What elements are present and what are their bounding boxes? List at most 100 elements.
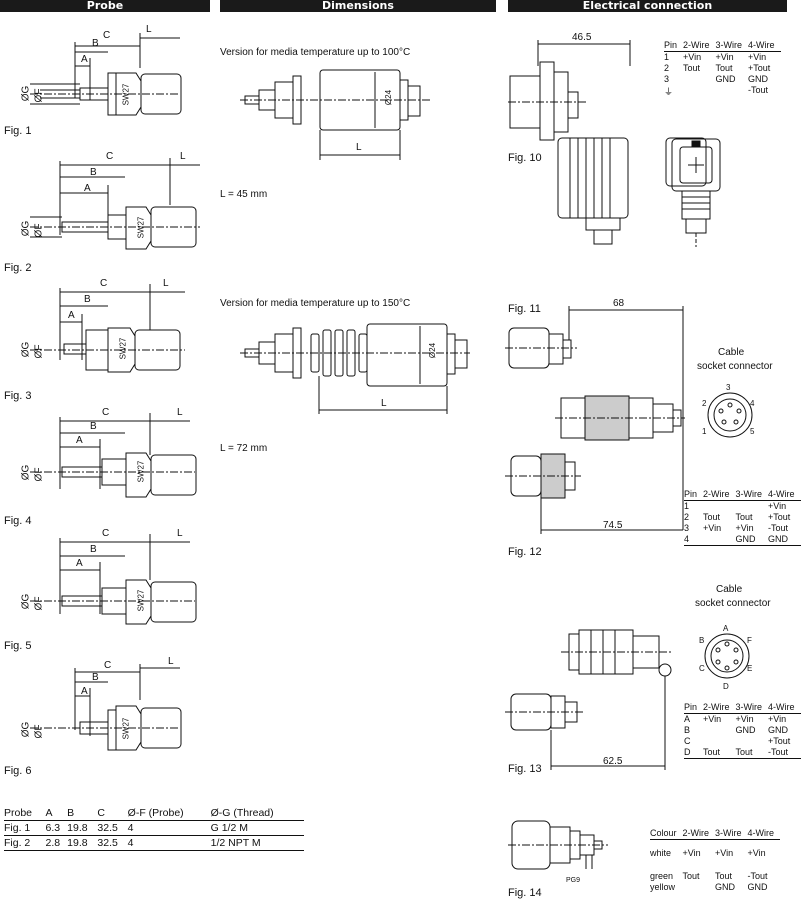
table-cell: +Vin <box>747 848 766 858</box>
pin-5-label: 5 <box>750 427 755 436</box>
pin-b-label: B <box>699 636 705 645</box>
table-cell <box>736 736 769 747</box>
table-cell: +Vin <box>715 848 734 858</box>
table-row: white+Vin+Vin+Vin <box>650 840 780 860</box>
table-header-cell: Colour <box>650 828 683 840</box>
table-header-cell: 4-Wire <box>748 40 781 52</box>
table-cell: GND <box>768 725 789 735</box>
dim-g: ØG <box>20 341 32 358</box>
dim-f: ØF <box>33 724 45 739</box>
dim-68: 68 <box>613 298 625 309</box>
dim-b: B <box>92 38 99 49</box>
dim-drawing-150c: Ø24 L <box>235 310 475 420</box>
table-header-cell: B <box>67 806 98 821</box>
table-header-cell: A <box>45 806 68 821</box>
sw27-label: SW27 <box>118 337 128 360</box>
table-header-cell: C <box>97 806 128 821</box>
table-row: C+Tout <box>684 736 801 747</box>
table-cell: 2 <box>684 512 690 522</box>
table-cell: +Vin <box>768 714 787 724</box>
diameter-label: Ø24 <box>428 342 438 359</box>
dim-f: ØF <box>33 344 45 359</box>
table-header-cell: Pin <box>684 489 704 501</box>
sw27-label: SW27 <box>136 460 146 483</box>
connector-drawing-fig11: 68 74.5 <box>505 298 690 540</box>
table-cell: 2 <box>664 63 670 73</box>
probe-drawing-fig4: C L B A ØG ØF SW27 <box>0 405 210 510</box>
table-cell: +Vin <box>748 52 767 62</box>
connector-front-fig10 <box>668 135 728 250</box>
dim-c: C <box>103 30 111 41</box>
pin-d-label: D <box>723 682 729 691</box>
table-cell: Tout <box>735 512 753 522</box>
table-cell: Tout <box>683 63 701 73</box>
table-header-row: Pin 2-Wire 3-Wire 4-Wire <box>684 489 801 501</box>
probe-dimensions-table: Probe A B C Ø-F (Probe) Ø-G (Thread) Fig… <box>4 806 304 851</box>
length-100c: L = 45 mm <box>220 189 268 200</box>
table-cell: Tout <box>682 871 700 881</box>
table-header-cell: 2-Wire <box>703 702 736 714</box>
table-row: A+Vin+Vin+Vin <box>684 714 801 726</box>
dim-c: C <box>102 407 110 418</box>
pin-c-label: C <box>699 664 705 673</box>
fig13-label: Fig. 13 <box>508 763 542 775</box>
table-header-cell: 3-Wire <box>715 828 748 840</box>
fig1-label: Fig. 1 <box>4 125 32 137</box>
table-cell: GND <box>735 534 769 546</box>
pin-e-label: E <box>747 664 753 673</box>
table-header-cell: 2-Wire <box>703 489 736 501</box>
table-header-cell: Pin <box>664 40 684 52</box>
dim-c: C <box>106 151 114 162</box>
sw27-label: SW27 <box>121 83 131 106</box>
table-cell: +Tout <box>768 736 791 746</box>
dim-g: ØG <box>20 464 32 481</box>
dim-a: A <box>76 435 83 446</box>
version-100-title: Version for media temperature up to 100°… <box>220 47 411 58</box>
table-cell: G 1/2 M <box>210 820 304 836</box>
dim-46-5: 46.5 <box>572 32 592 43</box>
table-cell: 32.5 <box>97 835 128 851</box>
dim-b: B <box>90 544 97 555</box>
fig5-label: Fig. 5 <box>4 640 32 652</box>
table-header-cell: Ø-G (Thread) <box>210 806 304 821</box>
table-header-row: Pin 2-Wire 3-Wire 4-Wire <box>684 702 801 714</box>
table-header-cell: 2-Wire <box>683 40 716 52</box>
dim-b: B <box>92 672 99 683</box>
fig12-label: Fig. 12 <box>508 546 542 558</box>
table-cell: +Vin <box>703 714 722 724</box>
dim-g: ØG <box>20 220 32 237</box>
fig2-label: Fig. 2 <box>4 262 32 274</box>
probe-drawing-fig6: C L B A ØG ØF SW27 <box>0 656 210 765</box>
table-cell: -Tout <box>747 871 768 881</box>
table-header-cell: 3-Wire <box>715 40 749 52</box>
pin-1-label: 1 <box>702 427 707 436</box>
dim-l: L <box>177 528 183 539</box>
table-cell: GND <box>715 74 736 84</box>
dim-f: ØF <box>33 467 45 482</box>
fig4-label: Fig. 4 <box>4 515 32 527</box>
dimensions-header: Dimensions <box>220 0 496 12</box>
dim-c: C <box>100 278 108 289</box>
table-row: Fig. 1 6.3 19.8 32.5 4 G 1/2 M <box>4 820 304 836</box>
table-cell <box>683 882 716 893</box>
dim-f: ØF <box>33 88 45 103</box>
table-header-cell: Probe <box>4 806 46 821</box>
table-cell: +Vin <box>735 523 754 533</box>
sw27-label: SW27 <box>136 589 146 612</box>
dim-l: L <box>163 278 169 289</box>
probe-drawing-fig1: C L B A ØG ØF SW27 <box>0 24 210 138</box>
table-cell: 3 <box>664 74 670 84</box>
table-header-cell: Pin <box>684 702 704 714</box>
cable-socket-subtitle-2: socket connector <box>695 598 771 609</box>
table-cell: green <box>650 871 674 881</box>
probe-drawing-fig2: C L B A ØG ØF SW27 <box>0 151 210 260</box>
diameter-label: Ø24 <box>384 89 394 106</box>
table-cell: +Vin <box>683 52 702 62</box>
table-header-row: Colour 2-Wire 3-Wire 4-Wire <box>650 828 781 840</box>
dim-l: L <box>180 151 186 162</box>
table-header-cell: 3-Wire <box>735 489 769 501</box>
table-row: ⏚-Tout <box>664 85 781 99</box>
